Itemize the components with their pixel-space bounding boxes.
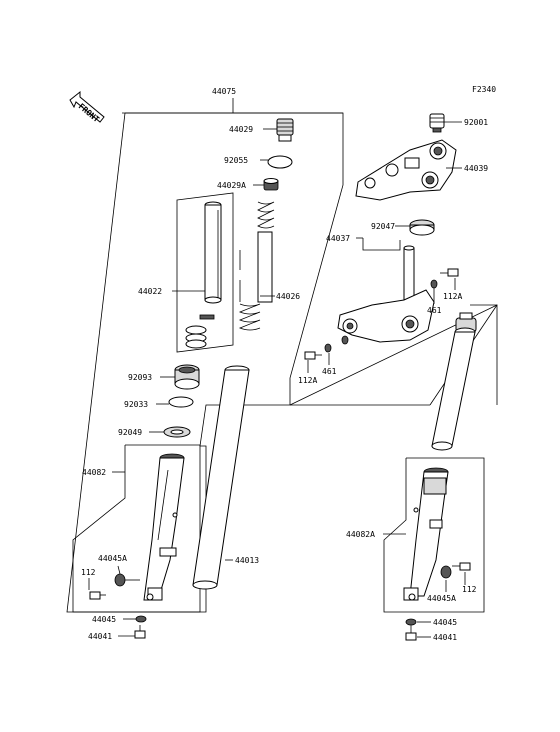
inner-fork-tube-right	[431, 327, 476, 451]
label-44045a-left: 44045A	[98, 554, 127, 563]
label-92049: 92049	[118, 428, 142, 437]
front-arrow-icon: FRONT	[69, 90, 105, 124]
lower-left-subbox	[72, 444, 201, 613]
label-44082a: 44082A	[346, 530, 375, 539]
label-92033: 92033	[124, 400, 148, 409]
label-92055: 92055	[224, 156, 248, 165]
label-92001: 92001	[464, 118, 488, 127]
label-92047: 92047	[371, 222, 395, 231]
label-44039: 44039	[464, 164, 488, 173]
label-44037: 44037	[326, 234, 350, 243]
lower-right-subbox	[383, 457, 485, 613]
drain-washer-left	[114, 573, 126, 587]
stem-bolt	[429, 113, 445, 133]
bolt-left	[89, 591, 106, 600]
pinch-bolt-right	[430, 268, 459, 289]
fork-cap-bolt	[276, 118, 294, 142]
label-44075: 44075	[212, 87, 236, 96]
bolt-right	[440, 562, 471, 579]
label-461-right: 461	[427, 306, 442, 315]
circlip	[168, 396, 194, 408]
label-44029a: 44029A	[217, 181, 246, 190]
o-ring	[267, 155, 293, 169]
pinch-bolt-mid	[304, 335, 349, 360]
figure-code: F2340	[472, 85, 496, 94]
spacer-collar	[263, 178, 279, 191]
label-92093: 92093	[128, 373, 152, 382]
oil-seal	[174, 364, 200, 390]
label-44045-right: 44045	[433, 618, 457, 627]
inner-fork-tube-left	[192, 365, 250, 590]
upper-triple-clamp	[355, 139, 457, 201]
drain-bolt-left	[134, 615, 147, 639]
damper-rod	[185, 201, 222, 349]
lower-triple-clamp-stem	[337, 245, 435, 343]
label-44045a-right: 44045A	[427, 594, 456, 603]
label-44013: 44013	[235, 556, 259, 565]
label-44041-left: 44041	[88, 632, 112, 641]
label-461-mid: 461	[322, 367, 337, 376]
label-112a-right: 112A	[443, 292, 462, 301]
label-44026: 44026	[276, 292, 300, 301]
label-44022: 44022	[138, 287, 162, 296]
outer-fork-tube-left	[143, 453, 185, 601]
label-44029: 44029	[229, 125, 253, 134]
seal-washer	[163, 426, 191, 438]
drain-bolt-right	[405, 618, 417, 641]
label-44041-right: 44041	[433, 633, 457, 642]
outer-fork-tube-right	[403, 467, 449, 601]
label-112-right: 112	[462, 585, 477, 594]
steering-bearing	[409, 219, 435, 236]
label-112a-mid: 112A	[298, 376, 317, 385]
label-112-left: 112	[81, 568, 96, 577]
damper-rod-box	[176, 192, 234, 353]
label-44082: 44082	[82, 468, 106, 477]
fork-spring	[238, 201, 275, 331]
label-44045-left: 44045	[92, 615, 116, 624]
